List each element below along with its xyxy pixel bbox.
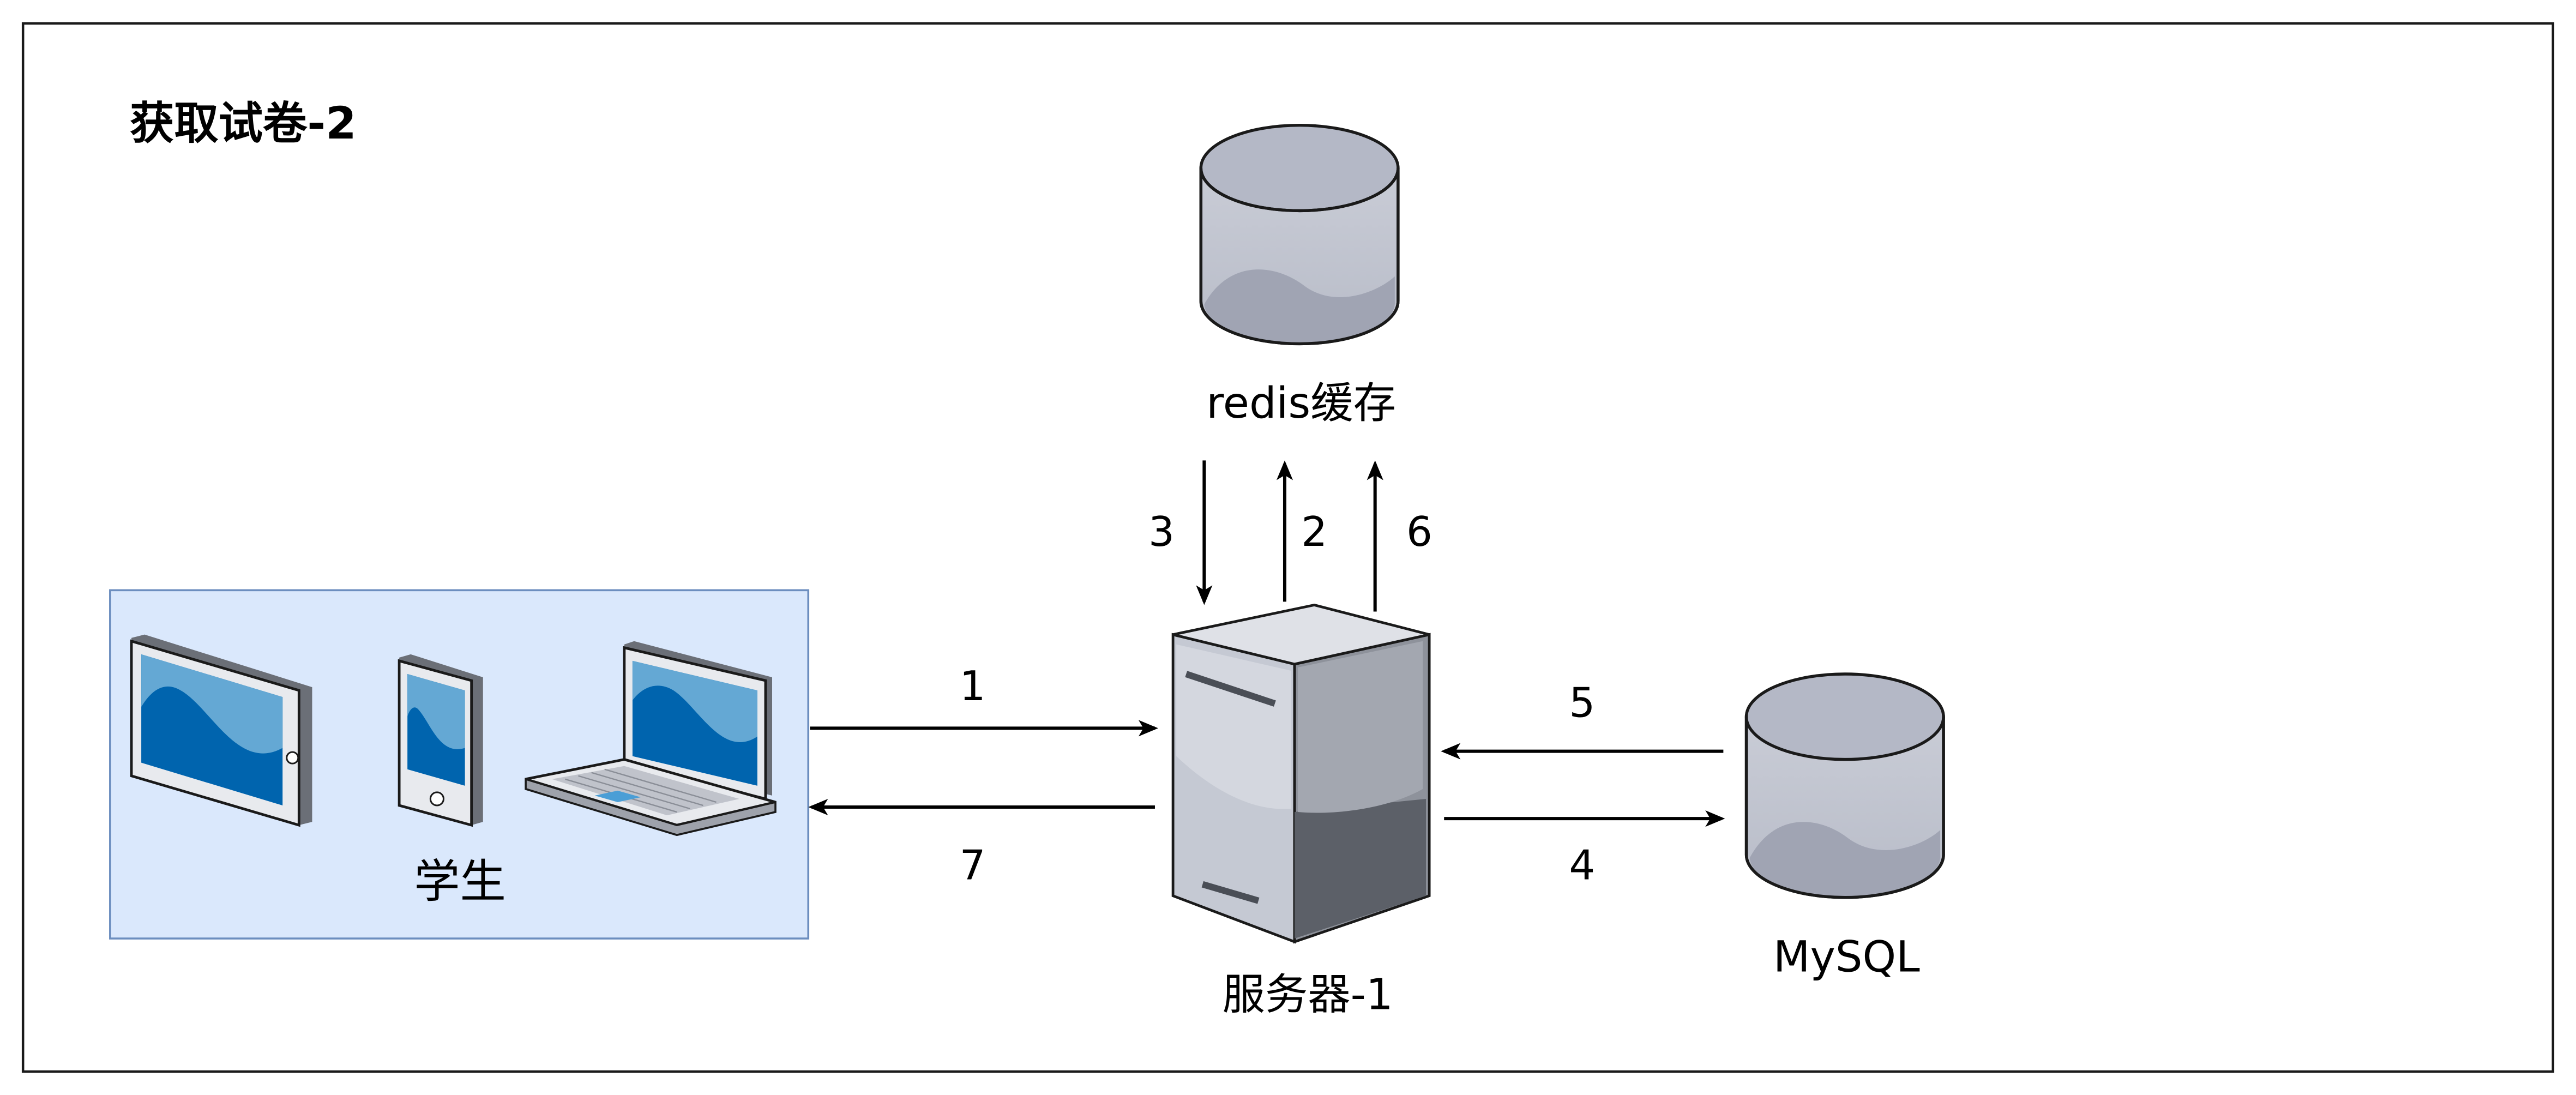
redis-node[interactable]: redis缓存 [1199, 124, 1400, 428]
edge-5: 5 [1441, 678, 1724, 760]
tablet-icon [130, 634, 312, 827]
edge-label-4: 4 [1569, 841, 1595, 889]
edge-2: 2 [1276, 460, 1327, 602]
edge-label-1: 1 [960, 662, 986, 710]
edge-label-5: 5 [1569, 678, 1595, 726]
redis-label: redis缓存 [1206, 378, 1396, 428]
mysql-label: MySQL [1773, 932, 1920, 982]
edge-7: 7 [808, 798, 1155, 889]
diagram-title: 获取试卷-2 [130, 98, 357, 149]
edge-label-3: 3 [1148, 508, 1175, 556]
edge-label-2: 2 [1301, 508, 1327, 556]
database-icon [1199, 124, 1400, 346]
server-label: 服务器-1 [1223, 970, 1393, 1020]
edge-3: 3 [1148, 460, 1213, 605]
laptop-icon [525, 641, 777, 837]
edge-label-7: 7 [960, 841, 986, 889]
edge-4: 4 [1444, 810, 1725, 889]
smartphone-icon [398, 654, 483, 827]
edge-label-6: 6 [1406, 508, 1433, 556]
mysql-node[interactable]: MySQL [1744, 672, 1945, 982]
edge-6: 6 [1367, 460, 1433, 612]
students-group[interactable]: 学生 [109, 589, 810, 940]
server-node[interactable]: 服务器-1 [1171, 603, 1431, 1020]
server-icon [1171, 603, 1431, 944]
students-label: 学生 [414, 855, 506, 909]
database-icon [1744, 672, 1945, 899]
edge-1: 1 [810, 662, 1158, 737]
